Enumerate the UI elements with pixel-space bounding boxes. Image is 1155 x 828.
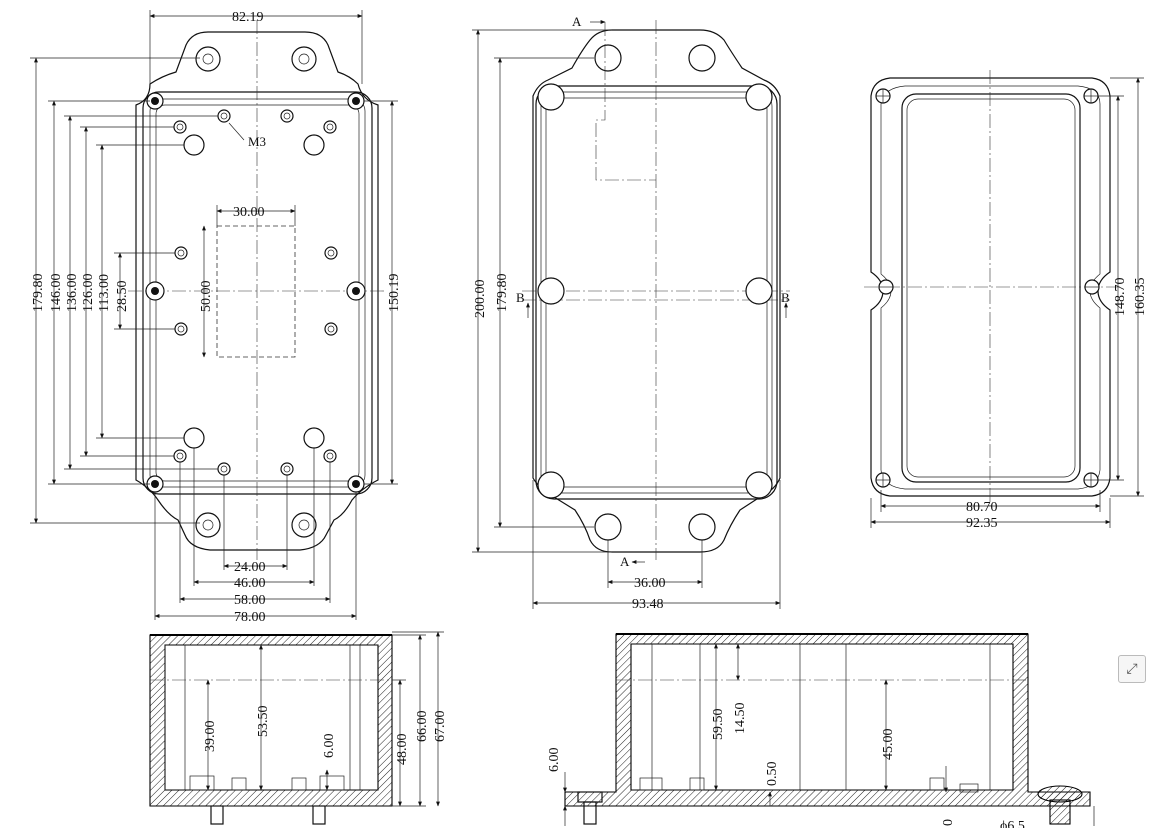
dim-28-50: 28.50 xyxy=(115,281,130,313)
dim-wall-6-00: 6.00 xyxy=(547,748,562,773)
middle-view: A A B B 200.00 179.80 36.00 93.48 xyxy=(472,14,790,612)
top-view: 82.19 179.80 146.00 136.00 126.00 113.00… xyxy=(30,10,402,625)
dim-136-00: 136.00 xyxy=(65,274,80,313)
section-label-a-top: A xyxy=(572,14,582,29)
section-label-a-bottom: A xyxy=(620,554,630,569)
dim-148-70: 148.70 xyxy=(1113,278,1128,317)
dim-48-00: 48.00 xyxy=(395,734,410,766)
mount-hole-top-right xyxy=(291,46,317,72)
top-view-outline xyxy=(135,31,379,551)
screw-right xyxy=(1037,785,1083,825)
top-view-inner-rim xyxy=(142,91,373,495)
dim-113-00: 113.00 xyxy=(97,274,112,312)
dim-126-00: 126.00 xyxy=(81,274,96,313)
dim-0-50: 0.50 xyxy=(765,762,780,787)
bottom-right-section: 6.00 59.50 14.50 0.50 45.00 0 ϕ6.5 xyxy=(547,633,1095,828)
dim-80-70: 80.70 xyxy=(966,500,998,515)
dim-93-48: 93.48 xyxy=(632,597,664,612)
dim-6-00: 6.00 xyxy=(322,734,337,759)
dim-59-50: 59.50 xyxy=(711,709,726,741)
mount-hole-bottom-right xyxy=(291,512,317,538)
dim-78-00: 78.00 xyxy=(234,610,266,625)
dim-partial-0: 0 xyxy=(941,819,956,826)
dim-150-19: 150.19 xyxy=(387,274,402,313)
section-label-b-right: B xyxy=(781,290,790,305)
dim-179-80: 179.80 xyxy=(31,274,46,313)
dim-92-35: 92.35 xyxy=(966,516,998,531)
dim-36-00: 36.00 xyxy=(634,576,666,591)
dim-24-00: 24.00 xyxy=(234,560,266,575)
expand-icon[interactable]: ⤢ xyxy=(1118,655,1146,683)
dim-30-00: 30.00 xyxy=(233,205,265,220)
dim-39-00: 39.00 xyxy=(203,721,218,753)
right-view: 80.70 92.35 148.70 160.35 xyxy=(864,70,1148,531)
dim-partial-6-5: ϕ6.5 xyxy=(1000,819,1025,828)
dim-146-00: 146.00 xyxy=(49,274,64,313)
dim-53-50: 53.50 xyxy=(256,706,271,738)
thread-label-m3: M3 xyxy=(248,134,266,149)
dim-66-00: 66.00 xyxy=(415,711,430,743)
cutout-area xyxy=(216,225,296,358)
dim-82-19: 82.19 xyxy=(232,10,264,25)
dim-200-00: 200.00 xyxy=(473,280,488,319)
dim-14-50: 14.50 xyxy=(733,703,748,735)
right-view-outline xyxy=(870,77,1111,497)
screw-left xyxy=(577,791,603,825)
dim-50-00: 50.00 xyxy=(199,281,214,313)
bottom-left-section: 39.00 53.50 6.00 48.00 66.00 67.00 xyxy=(149,631,448,825)
dim-45-00: 45.00 xyxy=(881,729,896,761)
mount-hole-bottom-left xyxy=(195,512,221,538)
dim-46-00: 46.00 xyxy=(234,576,266,591)
dim-179-80-b: 179.80 xyxy=(495,274,510,313)
dim-160-35: 160.35 xyxy=(1133,278,1148,317)
dim-58-00: 58.00 xyxy=(234,593,266,608)
mount-hole-top-left xyxy=(195,46,221,72)
dim-67-00: 67.00 xyxy=(433,711,448,743)
section-label-b-left: B xyxy=(516,290,525,305)
